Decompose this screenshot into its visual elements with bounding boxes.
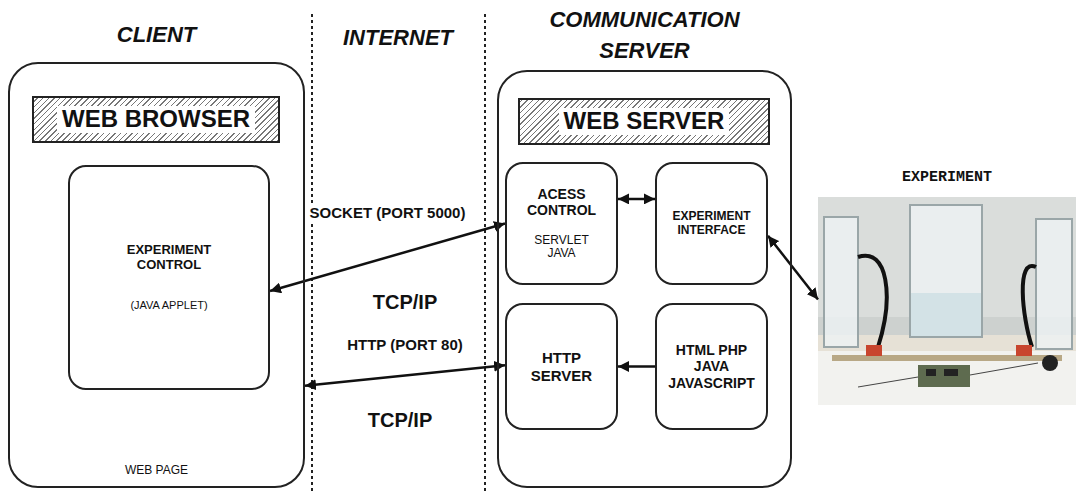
socket-link: [270, 224, 505, 292]
protocol-label: TCP/IP: [370, 290, 440, 314]
tank-right: [1036, 219, 1072, 349]
wire: [858, 377, 918, 387]
process-box: HTTP SERVER: [505, 303, 618, 430]
process-box: ACESS CONTROL SERVLET JAVA: [505, 162, 618, 285]
module-name: EXPERIMENT INTERFACE: [672, 210, 750, 238]
photo-heading: EXPERIMENT: [902, 169, 992, 186]
valve: [1016, 345, 1032, 356]
chip: [926, 369, 936, 376]
module-name: ACESS CONTROL: [527, 186, 596, 218]
module-name: EXPERIMENT CONTROL: [127, 243, 212, 273]
module-name: HTML PHP JAVA JAVASCRIPT: [668, 342, 755, 390]
hose: [1023, 266, 1036, 347]
tank-left: [824, 217, 858, 347]
internal-link: [618, 198, 655, 201]
module-tech: SERVLET JAVA: [534, 234, 588, 262]
module-name: HTTP SERVER: [531, 349, 592, 384]
browser-bar: WEB BROWSER: [32, 96, 280, 143]
process-box: HTML PHP JAVA JAVASCRIPT: [655, 303, 768, 430]
zone-heading: INTERNET: [343, 25, 453, 51]
applet-box: EXPERIMENT CONTROL (JAVA APPLET): [68, 165, 270, 390]
wire: [970, 363, 1038, 375]
hose: [858, 256, 887, 347]
connector-label: SOCKET (PORT 5000): [307, 204, 469, 222]
sensor: [1042, 355, 1058, 371]
client-panel: CLIENTWEB PAGEWEB BROWSEREXPERIMENT CONT…: [8, 62, 305, 488]
server-bar: WEB SERVER: [518, 98, 770, 145]
server-name: WEB SERVER: [559, 108, 730, 134]
connector-label: HTTP (PORT 80): [344, 336, 466, 354]
process-box: EXPERIMENT INTERFACE: [655, 162, 768, 285]
content-link: [618, 365, 655, 368]
chip: [944, 369, 958, 376]
page-label: WEB PAGE: [10, 464, 303, 478]
tank-center: [910, 205, 982, 337]
server-panel: COMMUNICATION SERVERWEB SERVERACESS CONT…: [497, 70, 792, 488]
column-heading: COMMUNICATION SERVER: [549, 4, 739, 66]
photo-backdrop: [818, 197, 1076, 405]
valve: [866, 345, 882, 356]
zone-divider: [484, 14, 486, 493]
column-heading: CLIENT: [117, 22, 196, 47]
tank-water: [911, 293, 981, 336]
experiment-node: EXPERIMENT: [818, 165, 1076, 405]
zone-divider: [311, 14, 313, 493]
browser-name: WEB BROWSER: [57, 106, 255, 132]
circuit-board: [918, 365, 970, 387]
experiment-photo: [818, 197, 1076, 405]
http-link: [305, 365, 505, 386]
module-tech: (JAVA APPLET): [130, 299, 207, 312]
device-link: [768, 236, 818, 300]
protocol-label: TCP/IP: [365, 408, 435, 432]
